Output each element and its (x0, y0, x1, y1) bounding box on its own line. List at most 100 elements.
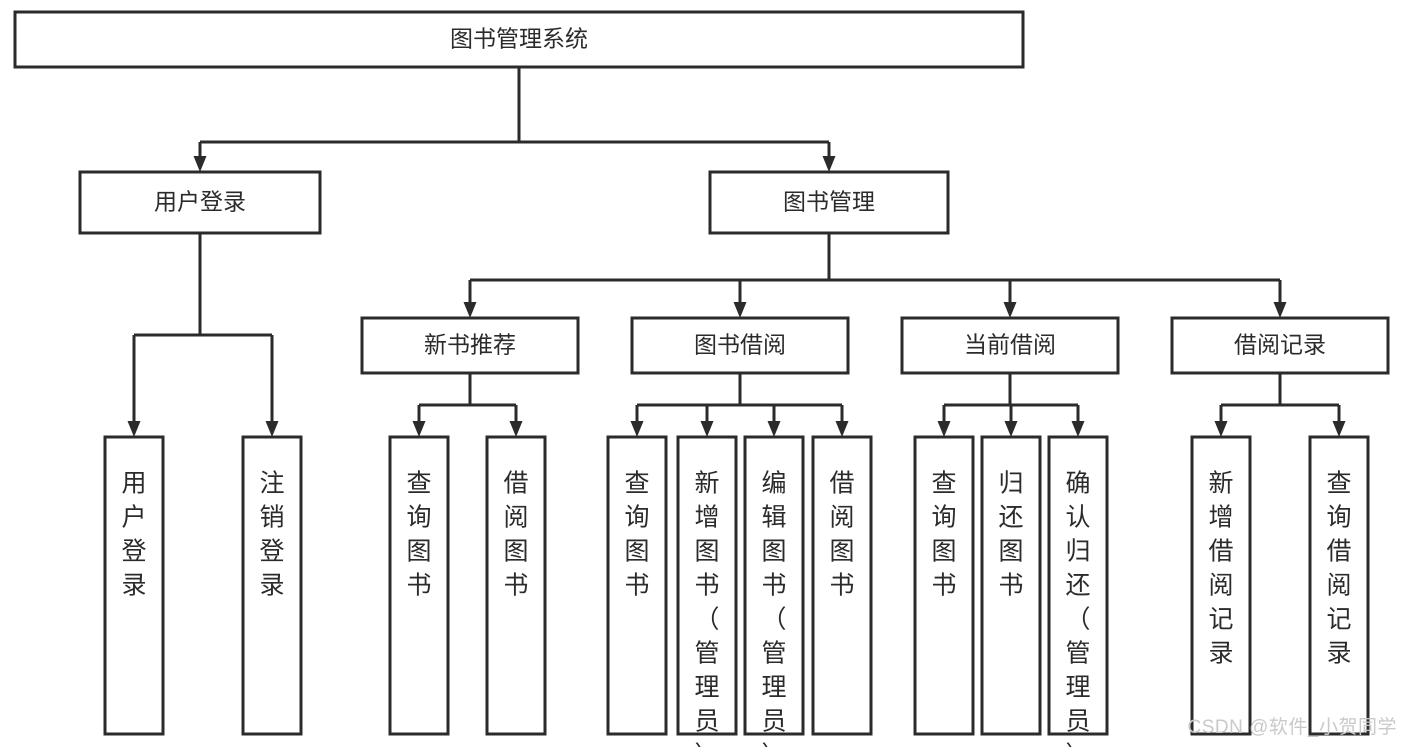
node-label: 确认归还（管理员） (1065, 470, 1090, 747)
connector-layer (127, 67, 1346, 437)
node-label: 借阅图书 (829, 470, 854, 600)
node-label: 图书借阅 (694, 332, 786, 358)
edge-book-management-to-borrow-record (1273, 280, 1287, 318)
node-label: 查询图书 (624, 470, 649, 600)
node-box[interactable] (103, 435, 165, 736)
arrow-head-icon (733, 302, 747, 318)
node-box[interactable] (900, 316, 1120, 375)
edge-current-to-confirm-return (1071, 405, 1085, 437)
node-box[interactable] (606, 435, 668, 736)
node-layer: 图书管理系统用户登录图书管理新书推荐图书借阅当前借阅借阅记录用户登录注销登录查询… (13, 10, 1390, 747)
edge-borrow-to-edit-book (767, 405, 781, 437)
node-label: 当前借阅 (964, 332, 1056, 358)
arrow-head-icon (1273, 302, 1287, 318)
node-label: 归还图书 (998, 470, 1023, 600)
node-box[interactable] (913, 435, 975, 736)
node-box[interactable] (811, 435, 873, 736)
node-box[interactable] (1190, 435, 1252, 736)
node-box[interactable] (980, 435, 1042, 736)
edge-recommend-to-query-book (412, 405, 426, 437)
node-leaf_4[interactable]: 查询图书 (606, 435, 668, 736)
node-leaf_2[interactable]: 查询图书 (388, 435, 450, 736)
node-box[interactable] (485, 435, 547, 736)
node-label: 借阅图书 (503, 470, 528, 600)
node-leaf_12[interactable]: 查询借阅记录 (1308, 435, 1370, 736)
arrow-head-icon (1003, 302, 1017, 318)
edge-current-to-query-book (937, 405, 951, 437)
edge-root-to-user-login (193, 142, 207, 172)
arrow-head-icon (463, 302, 477, 318)
edge-borrow-to-borrow-book (835, 405, 849, 437)
edge-book-management-to-current-borrow (1003, 280, 1017, 318)
node-box[interactable] (1308, 435, 1370, 736)
watermark-label: CSDN @软件_小贺同学 (1187, 717, 1397, 738)
node-l2_3[interactable]: 借阅记录 (1170, 316, 1390, 375)
node-leaf_7[interactable]: 借阅图书 (811, 435, 873, 736)
node-leaf_0[interactable]: 用户登录 (103, 435, 165, 736)
arrow-head-icon (630, 421, 644, 437)
node-label: 图书管理系统 (450, 26, 588, 52)
arrow-head-icon (127, 421, 141, 437)
node-l1_0[interactable]: 用户登录 (78, 170, 322, 235)
node-leaf_1[interactable]: 注销登录 (241, 435, 303, 736)
node-box[interactable] (1170, 316, 1390, 375)
edge-borrow-to-add-book (700, 405, 714, 437)
arrow-head-icon (835, 421, 849, 437)
node-box[interactable] (1047, 435, 1109, 736)
edge-user-login-to-logout (265, 335, 279, 437)
node-label: 查询借阅记录 (1326, 470, 1351, 668)
arrow-head-icon (265, 421, 279, 437)
node-box[interactable] (630, 316, 850, 375)
node-leaf_5[interactable]: 新增图书（管理员） (676, 435, 738, 747)
node-l2_1[interactable]: 图书借阅 (630, 316, 850, 375)
node-label: 新增图书（管理员） (694, 470, 719, 747)
node-box[interactable] (360, 316, 580, 375)
node-box[interactable] (743, 435, 805, 736)
arrow-head-icon (193, 156, 207, 172)
node-l1_1[interactable]: 图书管理 (708, 170, 950, 235)
node-leaf_9[interactable]: 归还图书 (980, 435, 1042, 736)
arrow-head-icon (1004, 421, 1018, 437)
edge-borrow-to-query-book (630, 405, 644, 437)
node-label: 注销登录 (259, 470, 284, 600)
arrow-head-icon (1332, 421, 1346, 437)
node-label: 用户登录 (154, 189, 246, 215)
edge-root-to-book-management (822, 142, 836, 172)
arrow-head-icon (412, 421, 426, 437)
node-box[interactable] (241, 435, 303, 736)
node-label: 查询图书 (931, 470, 956, 600)
node-box[interactable] (708, 170, 950, 235)
edge-book-management-to-new-book-recommend (463, 280, 477, 318)
node-leaf_6[interactable]: 编辑图书（管理员） (743, 435, 805, 747)
node-leaf_3[interactable]: 借阅图书 (485, 435, 547, 736)
arrow-head-icon (509, 421, 523, 437)
node-box[interactable] (388, 435, 450, 736)
arrow-head-icon (822, 156, 836, 172)
node-label: 新书推荐 (424, 332, 516, 358)
edge-current-to-return-book (1004, 405, 1018, 437)
node-label: 编辑图书（管理员） (761, 470, 786, 747)
node-label: 查询图书 (406, 470, 431, 600)
arrow-head-icon (700, 421, 714, 437)
edge-record-to-add-record (1214, 405, 1228, 437)
node-leaf_11[interactable]: 新增借阅记录 (1190, 435, 1252, 736)
node-l2_2[interactable]: 当前借阅 (900, 316, 1120, 375)
node-leaf_10[interactable]: 确认归还（管理员） (1047, 435, 1109, 747)
node-label: 新增借阅记录 (1208, 470, 1233, 668)
node-box[interactable] (13, 10, 1025, 69)
edge-recommend-to-borrow-book (509, 405, 523, 437)
arrow-head-icon (1071, 421, 1085, 437)
node-label: 用户登录 (121, 470, 146, 600)
node-l2_0[interactable]: 新书推荐 (360, 316, 580, 375)
arrow-head-icon (1214, 421, 1228, 437)
node-label: 借阅记录 (1234, 332, 1326, 358)
node-root[interactable]: 图书管理系统 (13, 10, 1025, 69)
edge-book-management-to-book-borrow (733, 280, 747, 318)
edge-user-login-to-login (127, 335, 141, 437)
node-box[interactable] (676, 435, 738, 736)
node-leaf_8[interactable]: 查询图书 (913, 435, 975, 736)
node-box[interactable] (78, 170, 322, 235)
edge-record-to-query-record (1332, 405, 1346, 437)
